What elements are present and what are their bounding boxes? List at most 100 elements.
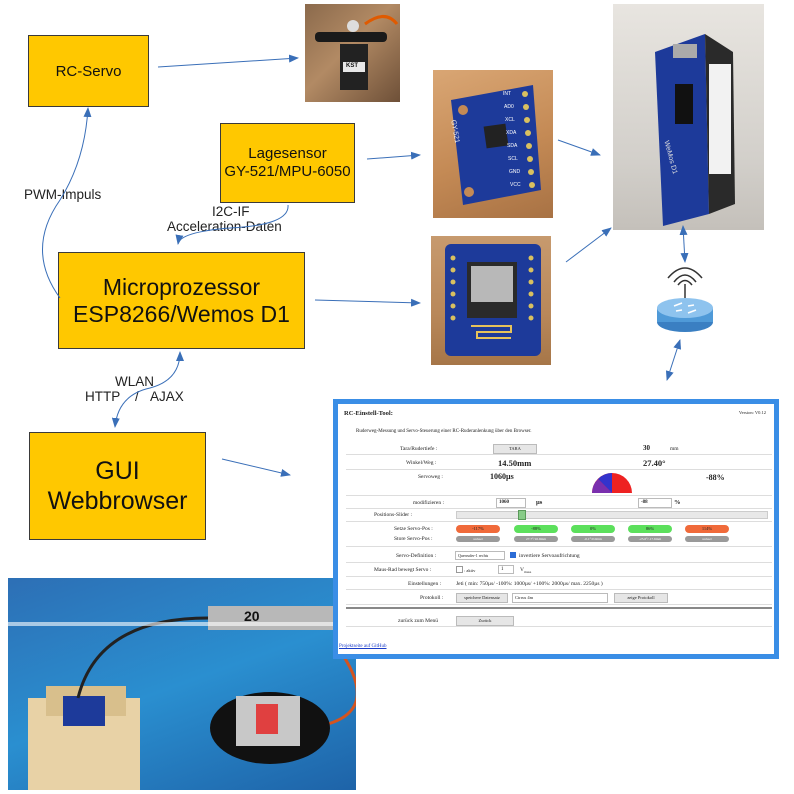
servoweg-pct: -88% (706, 473, 725, 482)
row-servoweg (346, 470, 772, 496)
sensor-pin-3: XDA (506, 130, 517, 136)
panel-title: RC-Einstell-Tool: (344, 410, 393, 417)
arrow-wlan (111, 351, 184, 428)
maus-unit: V (520, 567, 524, 573)
def-check-label: invertiere Servoaufrichtung (519, 553, 580, 559)
servoweg-label: Servoweg : (418, 474, 443, 480)
back-button[interactable]: Zurück (456, 616, 514, 626)
tara-button[interactable]: TARA (493, 444, 537, 454)
row-tara (346, 442, 772, 455)
row-slider (346, 509, 772, 522)
row-einstellungen (346, 578, 772, 590)
def-select[interactable]: Querruder-1 rechts (455, 551, 505, 560)
arrow-sensor-photo (366, 151, 421, 160)
assembled-module-photo: WeMos D1 (613, 4, 764, 230)
einst-value: Jeti ( min: 750µs/ -100%: 1000µs/ +100%:… (456, 581, 603, 587)
store-button-3[interactable]: -0.1°/0.0mm (571, 536, 615, 542)
sensor-pin-1: AD0 (504, 104, 514, 110)
servo-illustration (315, 15, 399, 90)
workbench-illustration (8, 606, 356, 790)
sensor-pin-5: SCL (508, 156, 518, 162)
store-label: Store Servo-Pos : (394, 536, 433, 542)
winkel-value: 27.40° (643, 458, 666, 468)
arrow-pwm (42, 107, 92, 299)
panel-version: Version: V0.12 (738, 410, 766, 415)
microprozessor-label: Microprozessor (102, 273, 261, 300)
store-button-5[interactable]: unbeel (685, 536, 729, 542)
prot-save-button[interactable]: speichere Datensatz (456, 593, 508, 603)
microprozessor-model: ESP8266/Wemos D1 (73, 300, 290, 327)
setze-button-3[interactable]: 0% (571, 525, 615, 533)
setze-button-4[interactable]: 86% (628, 525, 672, 533)
slider-label: Positions-Slider : (374, 512, 413, 518)
setze-button-1[interactable]: -117% (456, 525, 500, 533)
mod-label: modifizieren : (413, 500, 445, 506)
back-label: zurück zum Menü (398, 618, 439, 624)
rc-servo-label: RC-Servo (55, 62, 122, 80)
esp-board-illustration (445, 244, 541, 356)
workbench-label-text: 20 (244, 608, 260, 624)
arrow-servo-photo (157, 54, 299, 68)
assembled-module-illustration (655, 34, 735, 226)
row-servo-pos (346, 522, 772, 547)
servoweg-us: 1060µs (490, 472, 514, 481)
servoweg-pie-chart (592, 473, 632, 493)
row-modifizieren (346, 496, 772, 509)
servo-photo: KST (305, 4, 400, 102)
http-label: HTTP (85, 389, 121, 404)
router-icon (654, 264, 716, 336)
prot-name-input[interactable]: Cirrus 4m (512, 593, 608, 603)
maus-label: Maus-Rad bewegt Servo : (374, 567, 432, 573)
def-checkbox[interactable] (510, 552, 516, 558)
panel-subtitle: Ruderweg-Messung und Servo-Steuerung ein… (356, 429, 532, 434)
setze-label: Setze Servo-Pos : (394, 526, 433, 532)
arrow-micro-esp (314, 298, 421, 307)
position-slider-track[interactable] (456, 511, 768, 519)
lagesensor-box: Lagesensor GY-521/MPU-6050 (220, 123, 355, 203)
sensor-board-illustration (451, 85, 541, 205)
gui-label: GUI (95, 457, 140, 485)
maus-checkbox[interactable] (456, 566, 463, 573)
prot-label: Protokoll : (420, 595, 444, 601)
def-label: Servo-Definition : (396, 553, 437, 559)
arrow-router-panel (665, 339, 682, 381)
mod-pct-input[interactable]: -88 (638, 498, 672, 508)
row-winkel (346, 455, 772, 470)
esp-board-photo (431, 236, 551, 365)
lagesensor-model: GY-521/MPU-6050 (224, 163, 351, 180)
prot-show-button[interactable]: zeige Protokoll (614, 593, 668, 603)
sensor-pin-4: SDA (507, 143, 518, 149)
winkel-label: Winkel/Weg : (406, 460, 437, 466)
row-mausrad (346, 564, 772, 577)
setze-button-2[interactable]: -88% (514, 525, 558, 533)
servo-brand-text: KST (346, 63, 358, 69)
sensor-pin-0: INT (503, 91, 512, 97)
position-slider-thumb[interactable] (518, 510, 526, 520)
row-protokoll (346, 591, 772, 605)
sensor-pin-7: VCC (510, 182, 521, 188)
row-back (346, 614, 772, 627)
rc-servo-box: RC-Servo (28, 35, 149, 107)
maus-sub: muss (524, 570, 532, 574)
panel-separator (346, 607, 772, 609)
maus-value-input[interactable]: 1 (498, 565, 514, 574)
lagesensor-label: Lagesensor (248, 145, 327, 162)
rc-tool-panel: RC-Einstell-Tool: Version: V0.12 Ruderwe… (333, 399, 779, 659)
mod-value-input[interactable]: 1060 (496, 498, 526, 508)
store-button-2[interactable]: 27.7°/16.9mm (514, 536, 558, 542)
i2c-label: I2C-IF (212, 204, 250, 219)
mod-pct-unit: % (674, 499, 681, 506)
store-button-1[interactable]: unbeel (456, 536, 500, 542)
store-button-4[interactable]: -25.6°/-17.6mm (628, 536, 672, 542)
tara-unit: mm (670, 446, 679, 452)
accel-label: Acceleration-Daten (167, 219, 282, 234)
sensor-pin-2: XCL (505, 117, 515, 123)
gui-sublabel: Webbrowser (47, 487, 188, 515)
arrow-sensor-module (557, 139, 601, 156)
pwm-label: PWM-Impuls (24, 187, 102, 202)
github-link[interactable]: Projektseite auf GitHub (339, 644, 387, 649)
setze-button-5[interactable]: 114% (685, 525, 729, 533)
workbench-photo: 20 (8, 578, 356, 790)
arrow-gui-panel (221, 458, 291, 477)
